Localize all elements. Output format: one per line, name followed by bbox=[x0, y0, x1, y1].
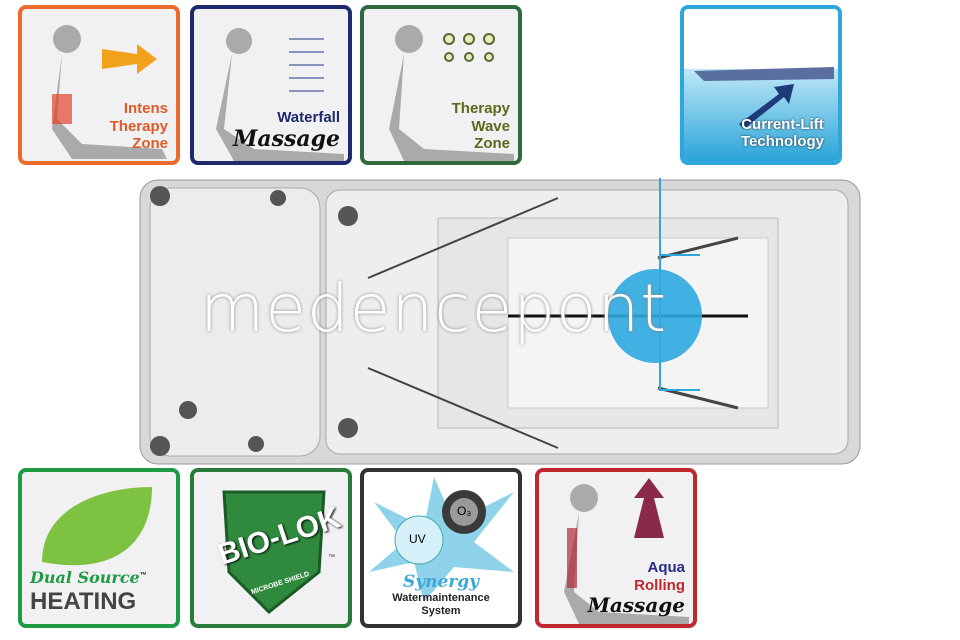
label-line: Intens bbox=[123, 99, 168, 117]
watermark: medencepont bbox=[200, 270, 668, 347]
waterfall-figure-icon bbox=[216, 28, 344, 161]
label-script: Dual Source bbox=[30, 567, 140, 587]
label-line: Watermaintenance bbox=[392, 592, 490, 605]
label-line: Zone bbox=[474, 135, 510, 153]
splash-icon bbox=[369, 477, 514, 602]
label-line: Therapy bbox=[451, 99, 510, 117]
label-script: Massage bbox=[232, 126, 340, 153]
wave-figure-icon bbox=[389, 25, 514, 161]
label-line: Current-Lift bbox=[741, 115, 824, 133]
current-lift-icon bbox=[684, 67, 838, 161]
label-line: HEATING bbox=[30, 587, 137, 615]
label-script: Massage bbox=[587, 593, 685, 618]
label-line: Technology bbox=[740, 133, 824, 151]
label-line: Aqua bbox=[647, 559, 686, 577]
label-script: Synergy bbox=[402, 572, 480, 593]
label-line: Zone bbox=[132, 135, 168, 153]
swim-spa-top-view bbox=[139, 178, 861, 465]
label-line: Waterfall bbox=[277, 109, 340, 127]
rolling-figure-icon bbox=[564, 478, 689, 624]
label-line: Therapy bbox=[109, 117, 168, 135]
label-line: Wave bbox=[471, 117, 510, 135]
trademark: ™ bbox=[139, 571, 147, 579]
trademark: ™ bbox=[328, 554, 335, 561]
feature-bio-lok: BIO-LOK MICROBE SHIELD ™ bbox=[190, 468, 352, 628]
label-line: System bbox=[421, 605, 461, 618]
uv-label: UV bbox=[409, 532, 426, 546]
seated-figure-icon bbox=[52, 25, 167, 159]
label-line: Rolling bbox=[634, 576, 685, 594]
shield-icon bbox=[222, 490, 326, 615]
ozone-label: O₃ bbox=[457, 504, 472, 518]
leaf-icon bbox=[42, 487, 152, 566]
